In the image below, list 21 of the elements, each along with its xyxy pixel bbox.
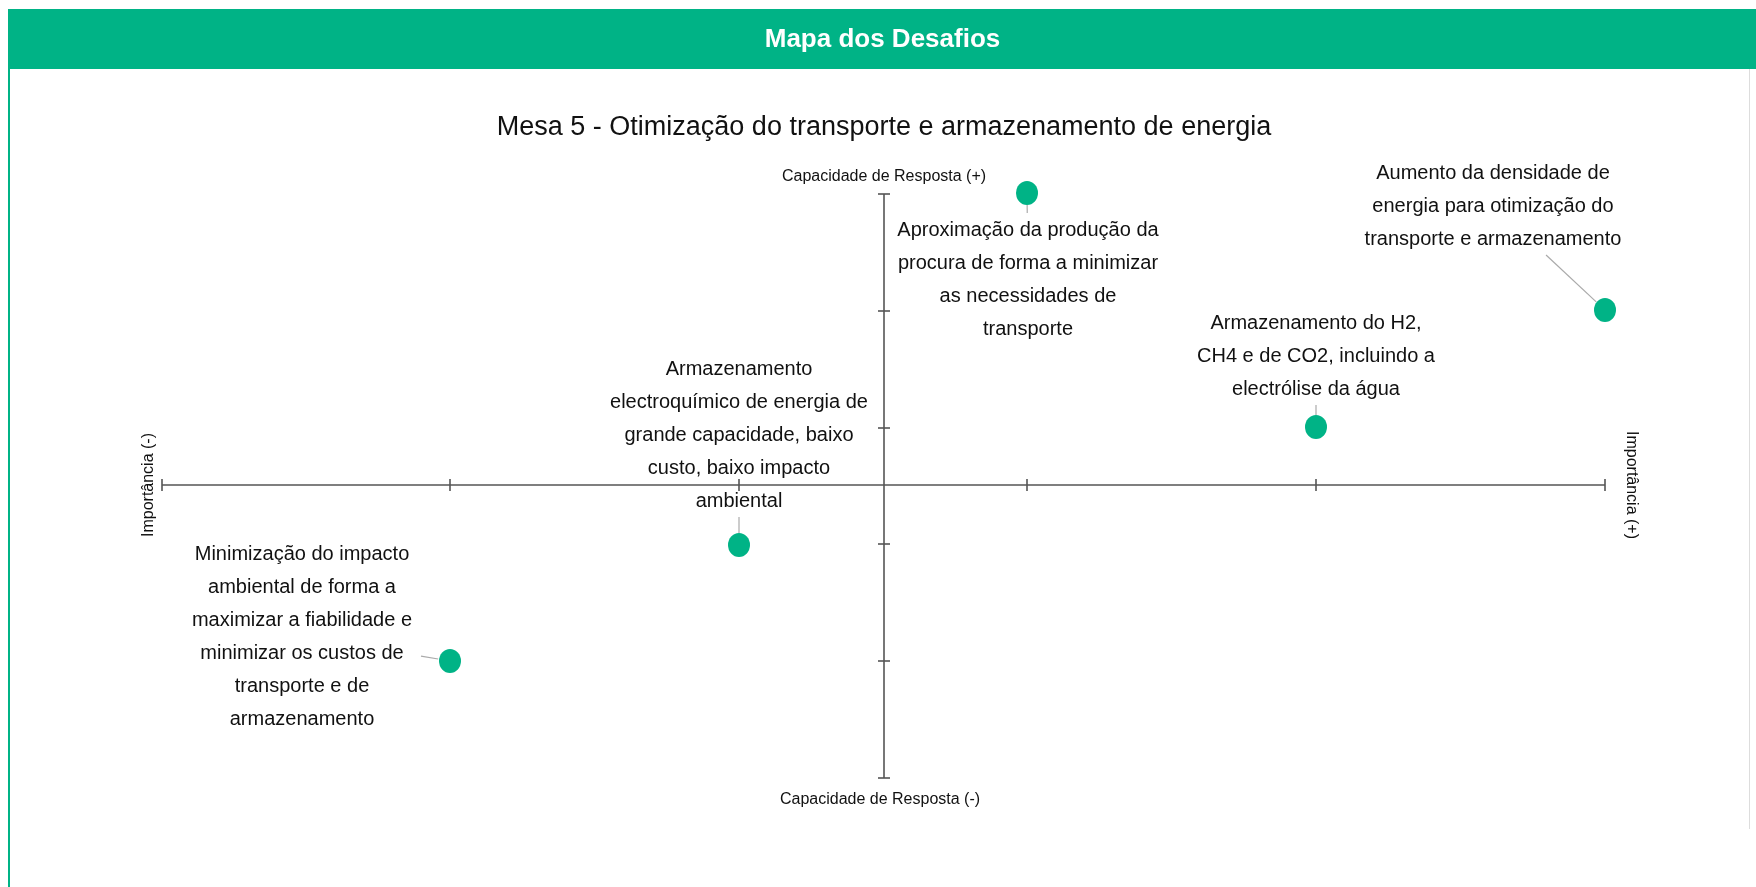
leader-line [420, 655, 439, 660]
challenge-label: Minimização do impacto ambiental de forma a maximizar a fiabilidade e minimizar os custos de transporte e de armazenamento [183, 537, 421, 735]
data-point [1593, 298, 1617, 322]
header-title: Mapa dos Desafios [763, 23, 1002, 54]
leader-line [1545, 254, 1597, 303]
data-point [438, 649, 462, 673]
axis-label: Capacidade de Resposta (+) [781, 167, 987, 185]
challenge-label: Armazenamento electroquímico de energia de grande capacidade, baixo custo, baixo impacto ambiental [605, 352, 873, 517]
leader-line [1026, 204, 1028, 214]
data-point [1015, 181, 1039, 205]
axis-label: Capacidade de Resposta (-) [779, 790, 981, 808]
leader-line [1315, 404, 1317, 416]
data-point [1304, 415, 1328, 439]
leader-line [738, 516, 740, 534]
challenge-label: Aproximação da produção da procura de forma a minimizar as necessidades de transporte [897, 213, 1159, 345]
axis-label: Importância (+) [1623, 431, 1641, 539]
chart-title: Mesa 5 - Otimização do transporte e armazenamento de energia [496, 110, 1272, 142]
challenge-label: Armazenamento do H2, CH4 e de CO2, incluindo a electrólise da água [1190, 306, 1442, 405]
axis-label: Importância (-) [139, 433, 157, 537]
challenge-label: Aumento da densidade de energia para otimização do transporte e armazenamento [1362, 156, 1624, 255]
data-point [727, 533, 751, 557]
